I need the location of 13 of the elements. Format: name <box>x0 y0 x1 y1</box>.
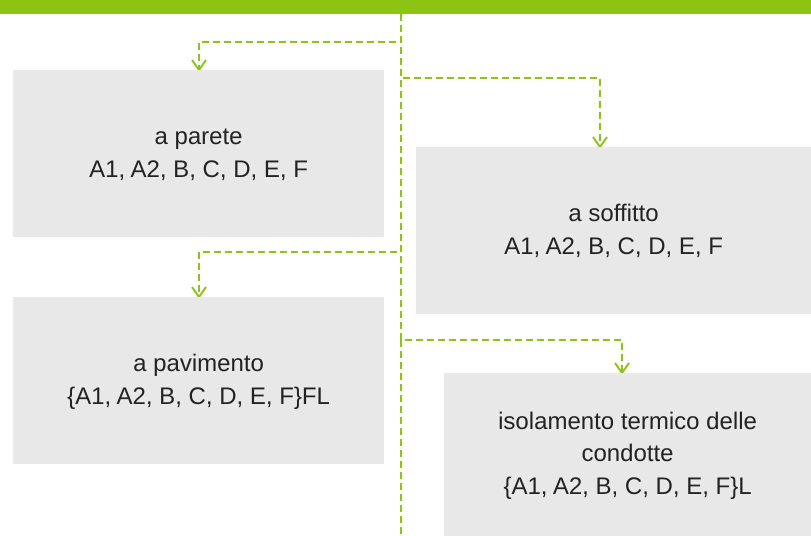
class-list: A1, A2, B, C, D, E, F <box>504 230 723 263</box>
category-box <box>13 70 384 237</box>
box-title: a pavimento <box>133 349 264 380</box>
category-box <box>13 297 384 464</box>
box-title: a soffitto <box>568 199 659 230</box>
category-box <box>416 147 811 314</box>
class-list: {A1, A2, B, C, D, E, F}L <box>503 470 752 504</box>
class-list: A1, A2, B, C, D, E, F <box>89 154 308 186</box>
class-list: {A1, A2, B, C, D, E, F}FL <box>67 380 330 413</box>
box-title: isolamento termico delle condotte <box>497 406 758 470</box>
header-bar <box>0 0 811 14</box>
category-box <box>444 373 811 536</box>
box-title: a parete <box>154 122 243 152</box>
